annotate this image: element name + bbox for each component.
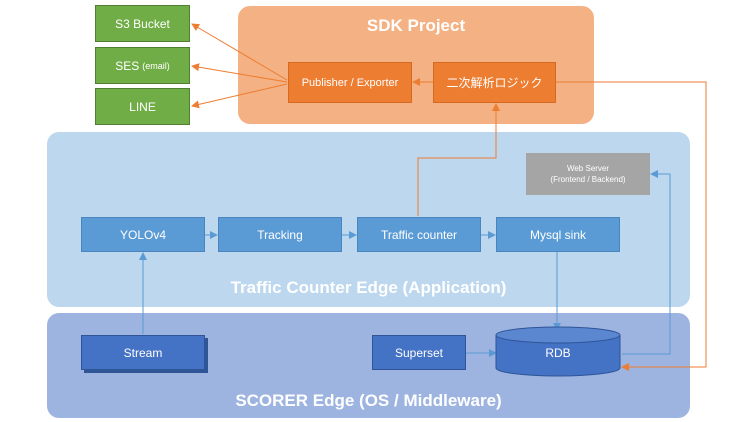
tracking-label: Tracking [257,227,303,242]
ses-note: (email) [142,60,170,71]
mysql-sink-label: Mysql sink [529,227,586,242]
ses-label: SES [115,58,140,73]
yolov4-box: YOLOv4 [81,217,205,252]
s3-bucket-label: S3 Bucket [115,16,170,31]
sdk-project-title: SDK Project [366,16,466,35]
yolov4-label: YOLOv4 [119,227,167,242]
line-box: LINE [95,88,190,125]
web-server-sublabel: (Frontend / Backend) [550,175,626,184]
scorer-edge-title: SCORER Edge (OS / Middleware) [235,391,502,410]
arrow-counter-to-analysis [417,103,500,216]
traffic-counter-label: Traffic counter [380,227,458,242]
arrow-publisher-to-ses [191,63,288,83]
secondary-analysis-box: 二次解析ロジック [433,62,556,103]
rdb-cylinder [495,326,621,377]
superset-box: Superset [372,335,466,370]
publisher-exporter-label: Publisher / Exporter [301,76,399,89]
superset-label: Superset [394,345,444,360]
stream-label: Stream [123,345,163,360]
line-label: LINE [129,99,156,114]
arrow-publisher-to-s3 [191,23,288,81]
publisher-exporter-box: Publisher / Exporter [288,62,412,103]
traffic-counter-box: Traffic counter [357,217,481,252]
s3-bucket-box: S3 Bucket [95,5,190,42]
tracking-box: Tracking [218,217,342,252]
rdb-label: RDB [545,346,571,360]
secondary-analysis-label: 二次解析ロジック [446,76,543,90]
mysql-sink-box: Mysql sink [496,217,620,252]
traffic-counter-edge-title: Traffic Counter Edge (Application) [230,278,507,297]
ses-box: SES (email) [95,47,190,84]
arrow-rdb-to-webserver [622,170,671,355]
web-server-box: Web Server (Frontend / Backend) [526,153,650,195]
web-server-label: Web Server [566,164,610,173]
stream-box: Stream [81,335,205,370]
arrow-publisher-to-line [191,83,288,109]
arrow-rdb-analysis-loop [556,81,707,371]
